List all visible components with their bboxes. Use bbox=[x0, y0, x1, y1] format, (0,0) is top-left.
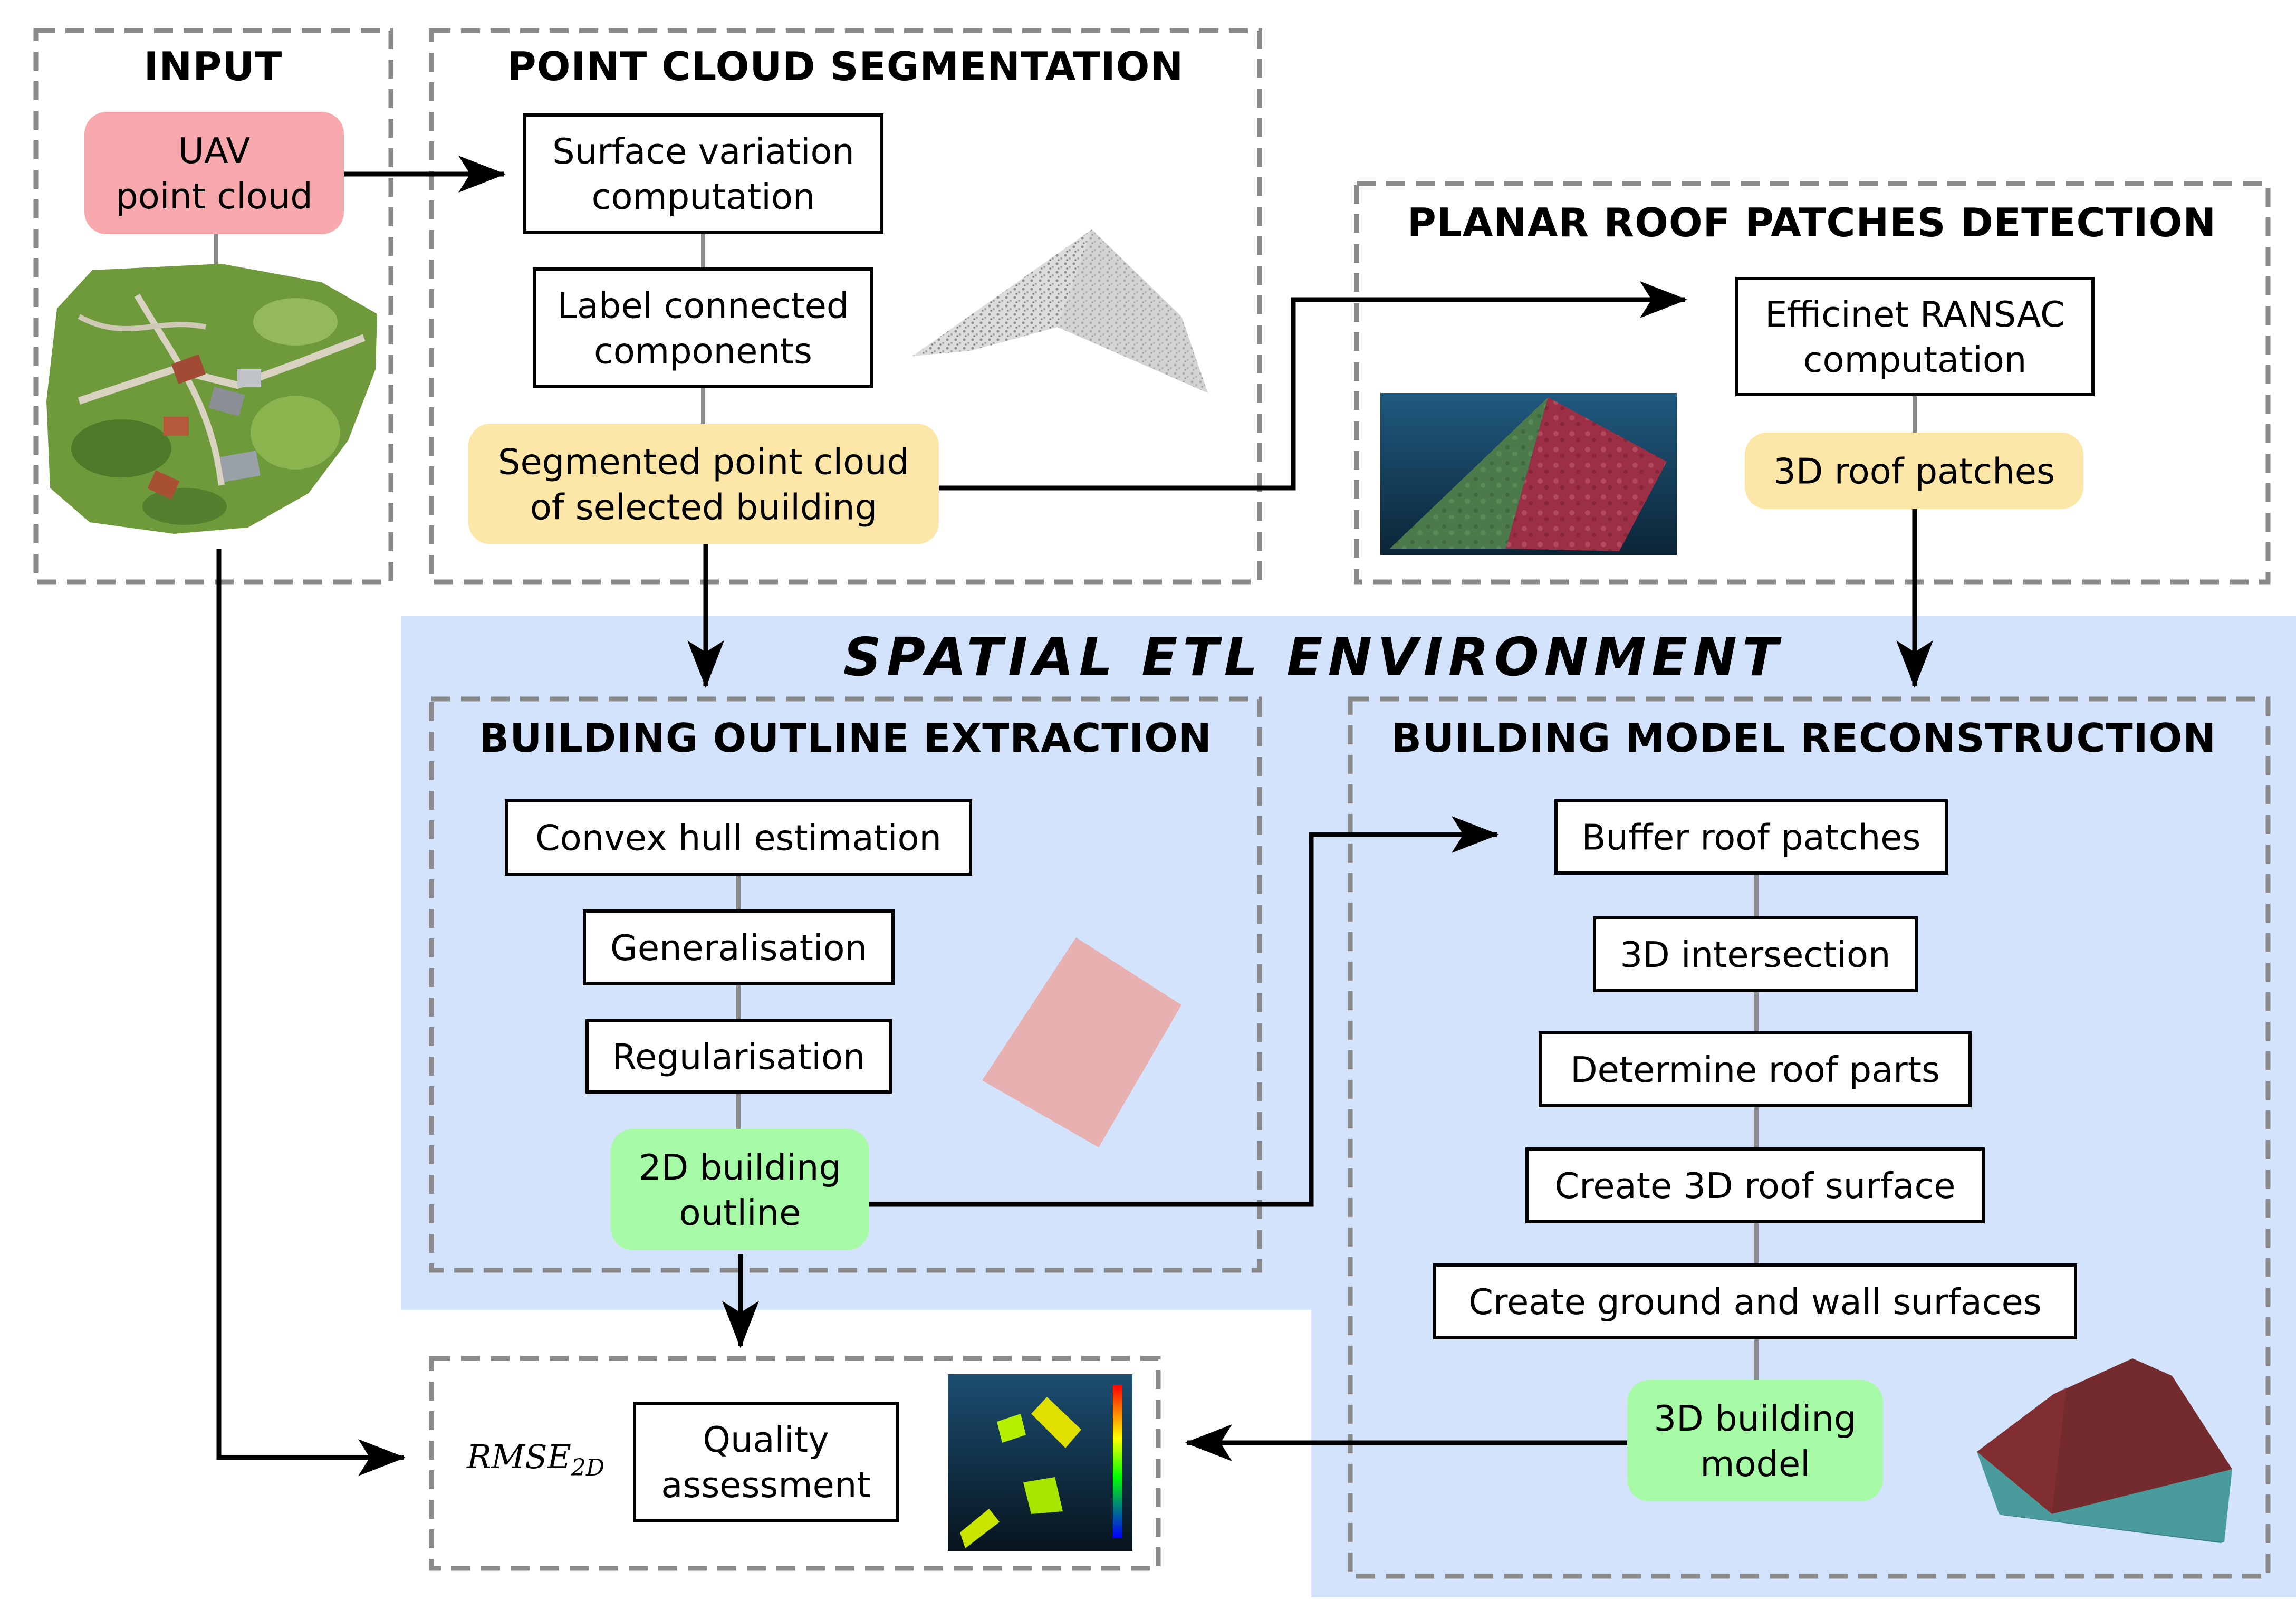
arrow-outline-to-buffer bbox=[869, 816, 1499, 1207]
node-label-line: Regularisation bbox=[612, 1037, 866, 1078]
node-label-line: of selected building bbox=[530, 487, 877, 528]
node-label-line: model bbox=[1700, 1443, 1810, 1484]
input-frame bbox=[33, 28, 393, 585]
node-box bbox=[1433, 1263, 2077, 1339]
environment-title: SPATIAL ETL ENVIRONMENT bbox=[843, 626, 1783, 688]
colored-roof-patches-render-icon bbox=[1380, 393, 1677, 555]
node-label-line: Buffer roof patches bbox=[1582, 817, 1921, 858]
node-box bbox=[1539, 1031, 1972, 1107]
node-box bbox=[585, 1019, 892, 1094]
gray-roof-point-cloud-icon bbox=[912, 229, 1208, 393]
node-label-line: components bbox=[594, 331, 812, 372]
node-roof-patches: 3D roof patches bbox=[1745, 433, 2083, 509]
node-box bbox=[611, 1129, 869, 1250]
pink-building-outline-icon bbox=[982, 937, 1181, 1147]
step-connectors bbox=[214, 232, 1917, 1380]
node-label-line: 2D building bbox=[639, 1147, 841, 1188]
node-uav: UAV point cloud bbox=[84, 112, 344, 234]
node-label-line: assessment bbox=[661, 1464, 870, 1506]
node-box bbox=[1554, 799, 1948, 875]
planar-frame bbox=[1354, 181, 2271, 585]
node-label-line: point cloud bbox=[116, 176, 313, 217]
flow-arrows bbox=[216, 156, 1933, 1476]
node-generalisation: Generalisation bbox=[583, 909, 895, 985]
rmse-metric-label: RMSE2D bbox=[466, 1438, 604, 1481]
node-box bbox=[1593, 916, 1918, 992]
node-label-line: Create 3D roof surface bbox=[1555, 1165, 1956, 1206]
node-label-line: computation bbox=[1803, 339, 2027, 380]
node-label-line: Create ground and wall surfaces bbox=[1468, 1281, 2042, 1323]
node-regularisation: Regularisation bbox=[585, 1019, 892, 1094]
node-box bbox=[633, 1402, 899, 1522]
aerial-orthophoto-icon bbox=[46, 264, 377, 534]
node-label-line: 3D intersection bbox=[1620, 934, 1891, 975]
outline-frame bbox=[429, 696, 1262, 1273]
planar-section-title: PLANAR ROOF PATCHES DETECTION bbox=[1407, 199, 2216, 246]
node-convex-hull: Convex hull estimation bbox=[505, 799, 972, 876]
node-ground-wall: Create ground and wall surfaces bbox=[1433, 1263, 2077, 1339]
node-label-line: Efficinet RANSAC bbox=[1765, 294, 2065, 335]
node-label-line: Label connected bbox=[558, 285, 849, 327]
node-label-line: computation bbox=[592, 176, 815, 217]
node-roof-parts: Determine roof parts bbox=[1539, 1031, 1972, 1107]
quality-frame bbox=[429, 1356, 1161, 1571]
node-box bbox=[523, 113, 883, 234]
input-section-title: INPUT bbox=[144, 43, 283, 90]
node-label-line: outline bbox=[679, 1192, 801, 1233]
node-box bbox=[1525, 1147, 1985, 1223]
3d-house-model-icon bbox=[1977, 1358, 2232, 1543]
node-intersection: 3D intersection bbox=[1593, 916, 1918, 992]
node-label-line: Generalisation bbox=[610, 927, 867, 969]
node-box bbox=[1745, 433, 2083, 509]
model-section-title: BUILDING MODEL RECONSTRUCTION bbox=[1391, 715, 2216, 761]
node-buffer: Buffer roof patches bbox=[1554, 799, 1948, 875]
node-label-line: 3D roof patches bbox=[1773, 451, 2055, 492]
node-box bbox=[1627, 1380, 1883, 1501]
node-roof-surface: Create 3D roof surface bbox=[1525, 1147, 1985, 1223]
outline-section-title: BUILDING OUTLINE EXTRACTION bbox=[479, 715, 1212, 761]
node-label-line: UAV bbox=[178, 130, 251, 171]
node-label-line: Segmented point cloud bbox=[498, 442, 909, 483]
node-box bbox=[533, 267, 873, 388]
node-box bbox=[583, 909, 895, 985]
node-box bbox=[468, 424, 939, 544]
node-box bbox=[505, 799, 972, 876]
segmentation-section-title: POINT CLOUD SEGMENTATION bbox=[507, 43, 1184, 90]
arrow-input-to-quality bbox=[216, 549, 406, 1476]
deviation-heatmap-icon bbox=[948, 1374, 1132, 1551]
segmentation-frame bbox=[429, 28, 1262, 585]
node-label-line: 3D building bbox=[1654, 1398, 1857, 1439]
node-box bbox=[1735, 277, 2095, 396]
node-label-line: Quality bbox=[703, 1419, 829, 1460]
node-label-line: Convex hull estimation bbox=[535, 818, 942, 859]
node-label-line: Determine roof parts bbox=[1570, 1049, 1940, 1090]
model-frame bbox=[1348, 696, 2271, 1579]
node-label-line: Surface variation bbox=[552, 131, 854, 172]
node-box bbox=[84, 112, 344, 234]
arrow-segmented-to-ransac bbox=[939, 281, 1687, 491]
